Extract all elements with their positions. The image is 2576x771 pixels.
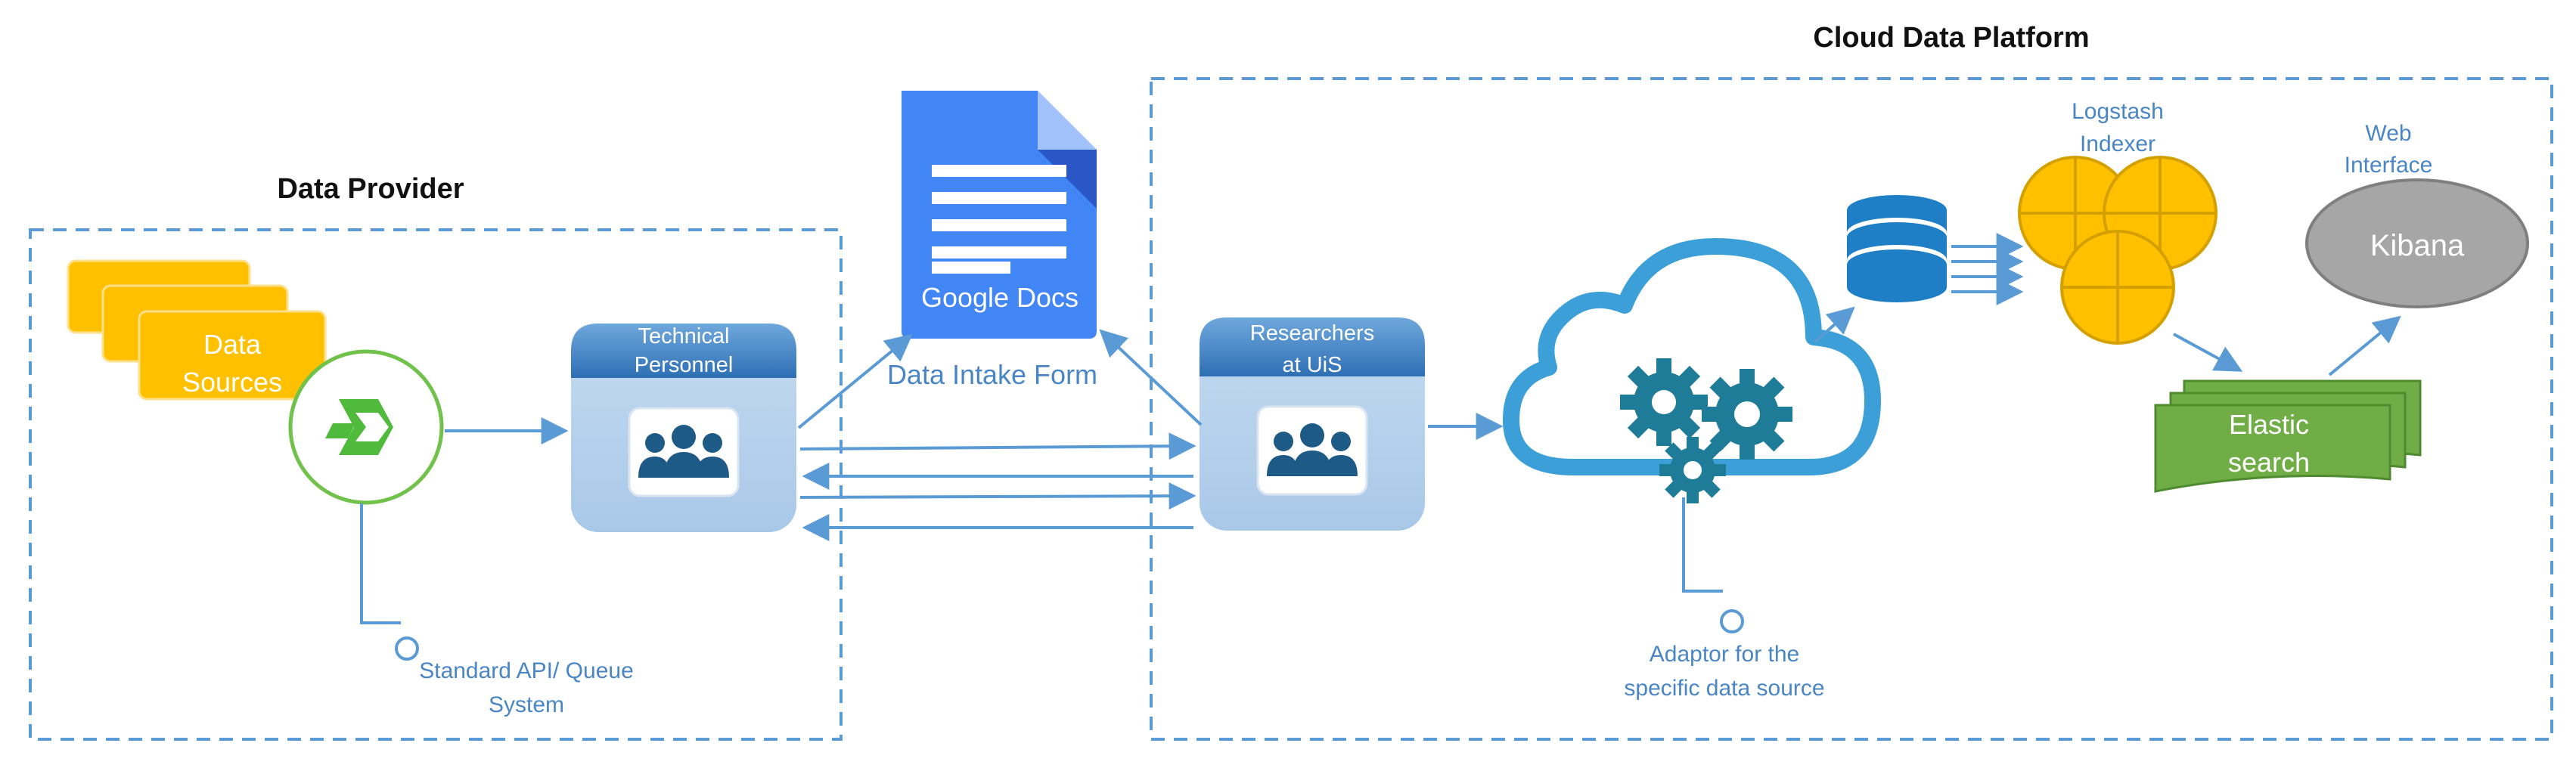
people-group-icon [1256,405,1368,496]
google-docs-icon: Google Docs [902,91,1097,339]
api-callout-line [360,503,401,624]
data-intake-form-label: Data Intake Form [887,359,1097,390]
arrow-logstash-to-elastic [2173,333,2243,372]
elastic-label-2: search [2228,447,2310,478]
elastic-label-1: Elastic [2229,409,2309,440]
arrow-elastic-to-kibana [2328,315,2401,376]
api-label-2: System [489,692,564,717]
adaptor-callout-marker [1720,609,1744,633]
kibana-label: Kibana [2370,229,2465,262]
logstash-label-2: Indexer [2080,132,2155,156]
api-callout-marker [395,636,419,661]
elastic-search-node: Elastic search [2154,379,2422,493]
technical-label-1: Technical [638,324,730,348]
kibana-node: Kibana [2305,178,2529,308]
data-provider-boundary [29,228,843,741]
data-provider-title: Data Provider [277,173,464,205]
logstash-indexer-icon [2018,156,2218,345]
arrow-researchers-to-docs [1099,329,1203,426]
web-interface-label-1: Web [2365,121,2411,146]
web-interface-label-2: Interface [2345,153,2433,178]
cloud-platform-title: Cloud Data Platform [1813,22,2089,54]
google-docs-label: Google Docs [921,282,1079,313]
technical-label-2: Personnel [635,353,734,377]
gears-icon [1620,358,1792,503]
arrow-cloud-to-database [1814,306,1855,343]
arrow-technical-to-researchers-1 [799,432,1196,460]
data-sources-label-2: Sources [182,367,282,398]
people-group-icon [628,407,740,497]
technical-personnel-card: Technical Personnel [571,324,796,532]
data-sources-label-1: Data [203,329,262,360]
researchers-card: Researchers at UiS [1200,317,1425,531]
cloud-platform-boundary [1150,77,2553,741]
adaptor-callout-line [1682,497,1723,593]
researchers-label-2: at UiS [1283,353,1342,377]
logstash-label-1: Logstash [2072,99,2164,124]
researchers-label-1: Researchers [1250,321,1374,345]
adaptor-label-1: Adaptor for the [1650,642,1799,667]
cloud-adaptor-icon [1503,238,1881,503]
arrow-technical-to-docs [797,333,913,429]
database-icon [1847,195,1947,302]
connectors [360,233,2401,624]
data-sources-stack: Data Sources [67,259,327,401]
adaptor-label-2: specific data source [1624,676,1824,701]
arrow-technical-to-researchers-2 [799,482,1196,510]
api-label-1: Standard API/ Queue [419,658,634,683]
api-queue-icon [288,349,444,505]
